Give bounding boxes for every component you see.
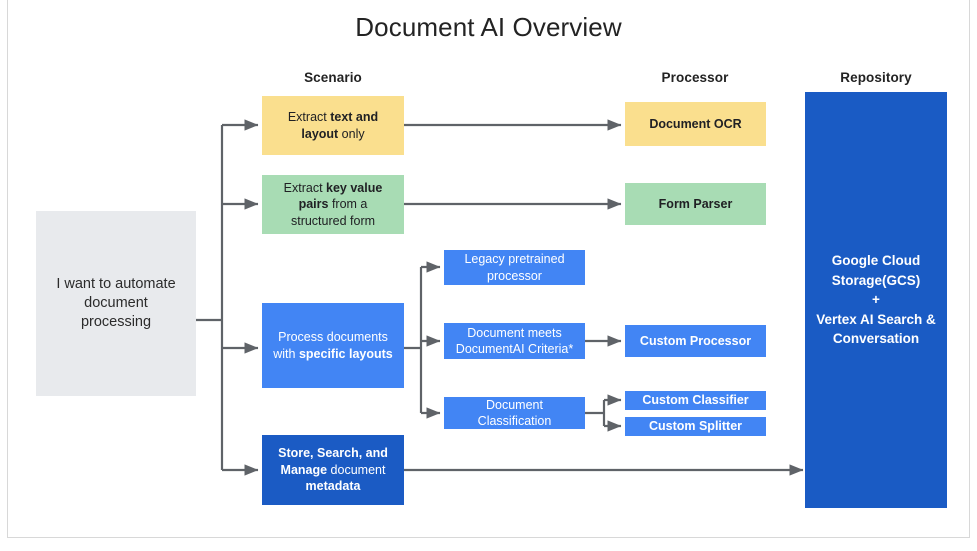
processor-custom-splitter[interactable]: Custom Splitter — [625, 417, 766, 436]
processor-form-parser[interactable]: Form Parser — [625, 183, 766, 225]
document-meets-criteria-line1: Document meets — [467, 325, 562, 340]
scenario-specific-layouts-line1: Process documents — [278, 330, 388, 344]
scenario-extract-key-value[interactable]: Extract key value pairs from a structure… — [262, 175, 404, 234]
input-intent[interactable]: I want to automate document processing — [36, 211, 196, 396]
scenario-key-value-bold1: key value — [326, 180, 383, 195]
decision-legacy-pretrained-processor[interactable]: Legacy pretrained processor — [444, 250, 585, 285]
legacy-pretrained-line1: Legacy pretrained — [464, 252, 565, 266]
custom-classifier-label: Custom Classifier — [642, 393, 749, 408]
column-header-processor: Processor — [661, 70, 729, 85]
scenario-store-search-line3: metadata — [305, 479, 361, 494]
input-intent-line1: I want to automate — [56, 275, 176, 292]
repository-line2: Storage(GCS) — [831, 272, 921, 288]
repository-line4: Vertex AI Search & — [816, 311, 936, 327]
scenario-extract-text-layout[interactable]: Extract text and layout only — [262, 96, 404, 155]
scenario-store-search-manage[interactable]: Store, Search, and Manage document metad… — [262, 435, 404, 505]
scenario-key-value-bold2: pairs — [298, 197, 329, 212]
scenario-specific-layouts-pre: with — [273, 346, 299, 361]
repository-line5: Conversation — [832, 331, 920, 347]
document-ocr-label: Document OCR — [649, 116, 742, 131]
scenario-process-specific-layouts[interactable]: Process documents with specific layouts — [262, 303, 404, 388]
column-header-scenario: Scenario — [304, 70, 362, 85]
scenario-key-value-post: from a — [328, 197, 368, 212]
page-title: Document AI Overview — [355, 12, 622, 42]
repository-plus: + — [872, 292, 880, 308]
custom-splitter-label: Custom Splitter — [648, 419, 743, 434]
input-intent-line3: processing — [80, 314, 152, 331]
scenario-store-search-bold1: Store, Search, and — [278, 446, 388, 461]
form-parser-label: Form Parser — [658, 196, 733, 211]
repository-line1: Google Cloud — [831, 253, 921, 269]
scenario-specific-layouts-bold: specific layouts — [298, 346, 393, 361]
scenario-key-value-pre: Extract — [283, 180, 327, 195]
column-header-repository: Repository — [840, 70, 912, 85]
document-classification-label: Document Classification — [477, 397, 552, 429]
scenario-store-search-post: document — [327, 462, 386, 477]
scenario-text-layout-bold2: layout — [301, 126, 339, 141]
scenario-text-layout-post: only — [338, 126, 365, 141]
decision-document-classification[interactable]: Document Classification — [444, 397, 585, 429]
scenario-text-layout-pre: Extract — [287, 110, 331, 124]
custom-processor-label: Custom Processor — [639, 333, 752, 348]
scenario-text-layout-bold1: text and — [330, 110, 379, 124]
scenario-key-value-line3: structured form — [290, 213, 376, 228]
scenario-store-search-bold2: Manage — [280, 462, 328, 477]
processor-document-ocr[interactable]: Document OCR — [625, 102, 766, 146]
processor-custom-processor[interactable]: Custom Processor — [625, 325, 766, 357]
repository-storage[interactable]: Google Cloud Storage(GCS) + Vertex AI Se… — [805, 92, 947, 508]
input-intent-line2: document — [84, 294, 148, 311]
legacy-pretrained-line2: processor — [487, 268, 542, 283]
document-meets-criteria-line2: DocumentAI Criteria* — [455, 342, 574, 356]
decision-document-meets-criteria[interactable]: Document meets DocumentAI Criteria* — [444, 323, 585, 359]
processor-custom-classifier[interactable]: Custom Classifier — [625, 391, 766, 410]
